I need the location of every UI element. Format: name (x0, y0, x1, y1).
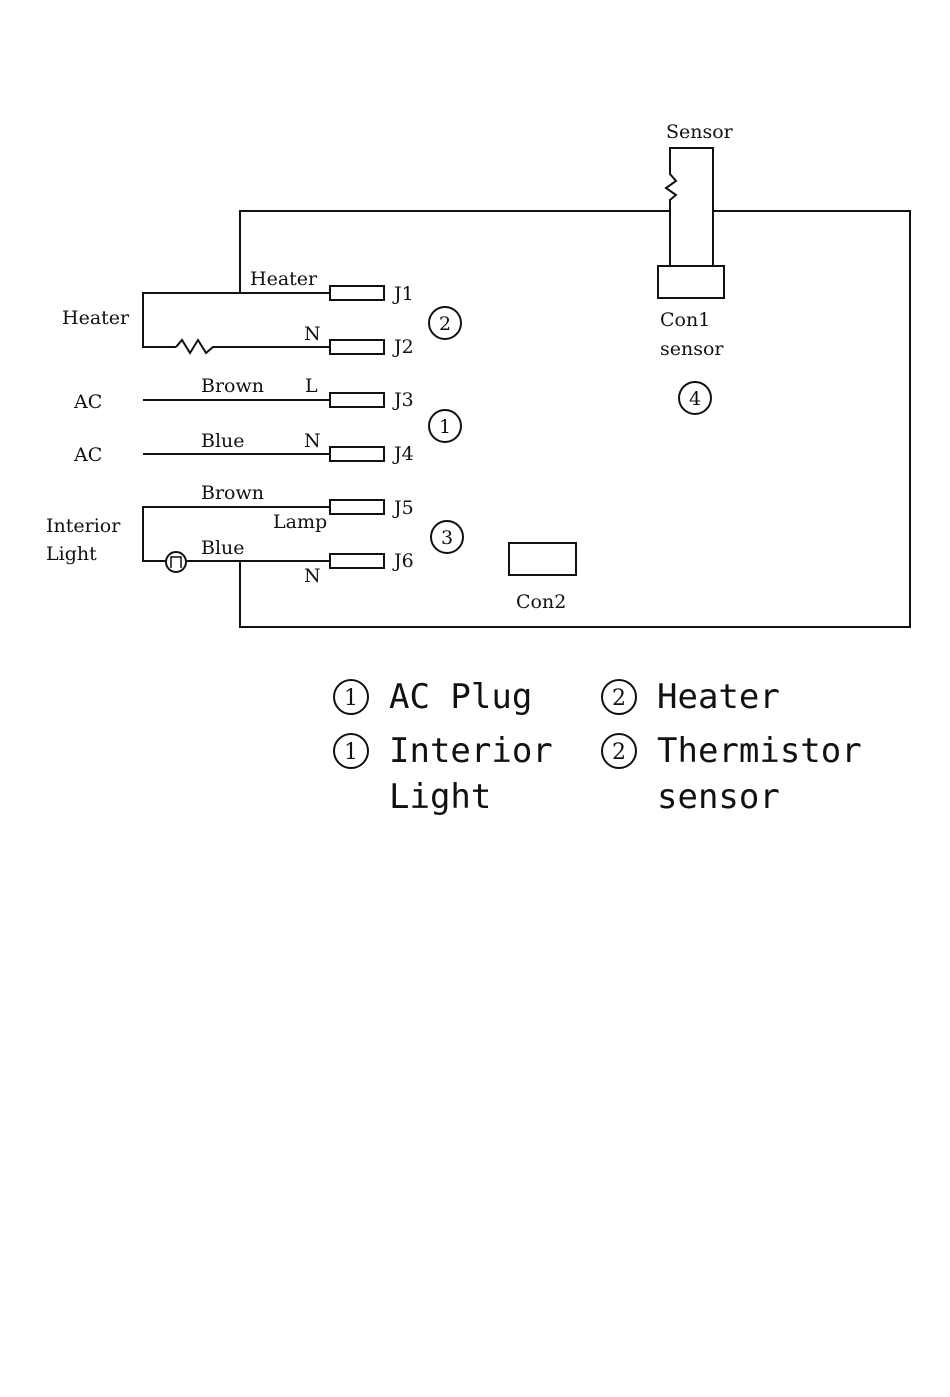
svg-text:2: 2 (612, 740, 626, 765)
svg-text:Thermistor: Thermistor (657, 731, 862, 771)
svg-text:Heater: Heater (657, 677, 780, 717)
con1-connector (658, 266, 724, 298)
light-label-interior: Interior (46, 515, 121, 537)
ac-label-a: AC (73, 391, 102, 413)
svg-text:AC Plug: AC Plug (389, 677, 532, 717)
light-brown-label: Brown (201, 482, 264, 504)
svg-text:sensor: sensor (657, 777, 780, 817)
j2-terminal (330, 340, 384, 354)
ac-n-label: N (304, 430, 321, 452)
svg-text:1: 1 (344, 686, 358, 711)
svg-text:3: 3 (441, 527, 453, 549)
j4-label: J4 (392, 443, 414, 465)
svg-text:1: 1 (344, 740, 358, 765)
marker-3: 3 (431, 521, 463, 553)
j6-terminal (330, 554, 384, 568)
j6-label: J6 (392, 550, 414, 572)
svg-text:2: 2 (612, 686, 626, 711)
con1-label: Con1 (660, 309, 710, 331)
ac-l-label: L (305, 375, 318, 397)
heater-wire-top (143, 293, 330, 347)
j3-terminal (330, 393, 384, 407)
j1-terminal (330, 286, 384, 300)
sensor-probe-outline (666, 148, 713, 266)
marker-4: 4 (679, 382, 711, 414)
con1-sensor-label: sensor (660, 338, 724, 360)
j1-label: J1 (392, 283, 414, 305)
marker-1: 1 (429, 410, 461, 442)
light-n-label: N (304, 565, 321, 587)
svg-text:2: 2 (439, 313, 451, 335)
j3-label: J3 (392, 389, 414, 411)
con2-connector (509, 543, 576, 575)
marker-2: 2 (429, 307, 461, 339)
svg-text:Light: Light (389, 777, 491, 817)
heater-n-label: N (304, 323, 321, 345)
legend-item-heater: 2 Heater (602, 677, 780, 717)
svg-text:4: 4 (689, 388, 701, 410)
ac-brown-label: Brown (201, 375, 264, 397)
j5-label: J5 (392, 497, 414, 519)
sensor-label: Sensor (666, 121, 734, 143)
ac-blue-label: Blue (201, 430, 245, 452)
light-label-light: Light (46, 543, 97, 565)
legend: 1 AC Plug 2 Heater 1 Interior Light 2 Th… (334, 677, 862, 817)
heater-wire-label: Heater (250, 268, 318, 290)
j5-terminal (330, 500, 384, 514)
svg-text:1: 1 (439, 416, 451, 438)
lamp-icon (166, 552, 186, 572)
j4-terminal (330, 447, 384, 461)
ac-label-b: AC (73, 444, 102, 466)
legend-item-thermistor-sensor: 2 Thermistor sensor (602, 731, 862, 817)
svg-text:Interior: Interior (389, 731, 553, 771)
heater-side-label: Heater (62, 307, 130, 329)
legend-item-interior-light: 1 Interior Light (334, 731, 553, 817)
con2-label: Con2 (516, 591, 566, 613)
lamp-label: Lamp (273, 511, 327, 533)
j2-label: J2 (392, 336, 414, 358)
legend-item-ac-plug: 1 AC Plug (334, 677, 532, 717)
light-blue-label: Blue (201, 537, 245, 559)
